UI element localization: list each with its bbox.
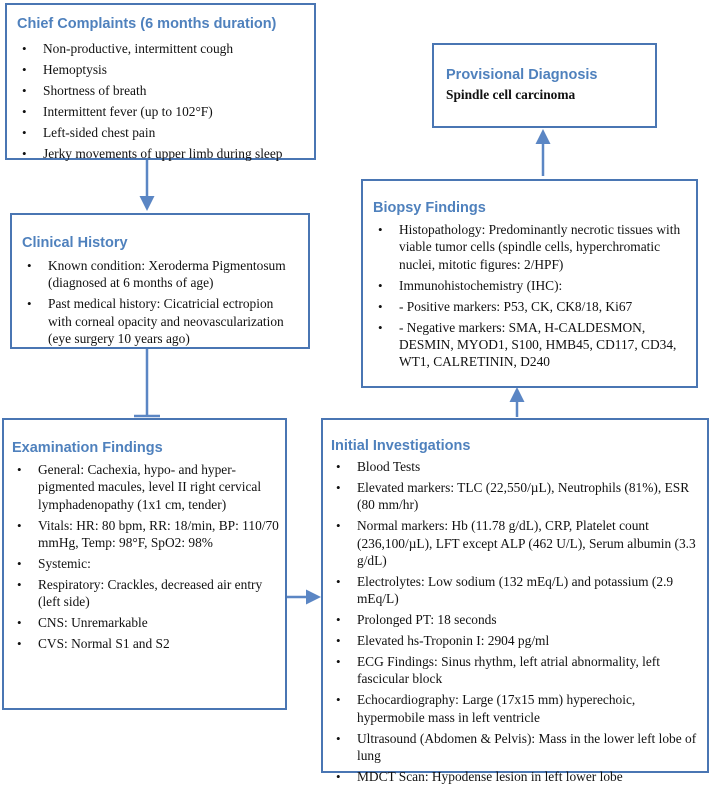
examination-findings-title: Examination Findings	[12, 440, 163, 456]
list-item: - Negative markers: SMA, H-CALDESMON, DE…	[373, 319, 688, 371]
list-item: Past medical history: Cicatricial ectrop…	[22, 295, 300, 347]
list-item: Immunohistochemistry (IHC):	[373, 277, 688, 295]
list-item: CNS: Unremarkable	[12, 614, 279, 632]
list-item: Left-sided chest pain	[17, 124, 306, 142]
list-item: Vitals: HR: 80 bpm, RR: 18/min, BP: 110/…	[12, 517, 279, 552]
list-item: Echocardiography: Large (17x15 mm) hyper…	[331, 691, 699, 726]
list-item: Known condition: Xeroderma Pigmentosum (…	[22, 257, 300, 292]
list-item: Non-productive, intermittent cough	[17, 40, 306, 58]
list-item: CVS: Normal S1 and S2	[12, 635, 279, 653]
examination-findings-box: Examination Findings General: Cachexia, …	[2, 418, 287, 710]
clinical-history-title: Clinical History	[22, 235, 128, 251]
initial-investigations-list: Blood Tests Elevated markers: TLC (22,55…	[331, 458, 699, 785]
provisional-diagnosis-box: Provisional Diagnosis Spindle cell carci…	[432, 43, 657, 128]
initial-investigations-box: Initial Investigations Blood Tests Eleva…	[321, 418, 709, 785]
clinical-history-box: Clinical History Known condition: Xerode…	[10, 213, 310, 349]
biopsy-findings-title: Biopsy Findings	[373, 200, 486, 216]
list-item: - Positive markers: P53, CK, CK8/18, Ki6…	[373, 298, 688, 316]
initial-investigations-title: Initial Investigations	[331, 438, 471, 454]
list-item: Prolonged PT: 18 seconds	[331, 611, 699, 629]
chief-complaints-box: Chief Complaints (6 months duration) Non…	[5, 3, 316, 162]
list-item: Electrolytes: Low sodium (132 mEq/L) and…	[331, 573, 699, 608]
provisional-diagnosis-value: Spindle cell carcinoma	[446, 87, 576, 102]
list-item: Jerky movements of upper limb during sle…	[17, 145, 306, 163]
chief-complaints-title: Chief Complaints (6 months duration)	[17, 16, 277, 32]
list-item: Normal markers: Hb (11.78 g/dL), CRP, Pl…	[331, 517, 699, 569]
list-item: Respiratory: Crackles, decreased air ent…	[12, 576, 279, 611]
list-item: Blood Tests	[331, 458, 699, 476]
examination-findings-list: General: Cachexia, hypo- and hyper-pigme…	[12, 461, 279, 653]
list-item: MDCT Scan: Hypodense lesion in left lowe…	[331, 768, 699, 785]
list-item: Systemic:	[12, 555, 279, 573]
list-item: Hemoptysis	[17, 61, 306, 79]
chief-complaints-list: Non-productive, intermittent cough Hemop…	[17, 40, 306, 162]
list-item: Intermittent fever (up to 102°F)	[17, 103, 306, 121]
biopsy-findings-list: Histopathology: Predominantly necrotic t…	[373, 221, 688, 371]
list-item: Shortness of breath	[17, 82, 306, 100]
list-item: Histopathology: Predominantly necrotic t…	[373, 221, 688, 273]
list-item: Elevated hs-Troponin I: 2904 pg/ml	[331, 632, 699, 650]
provisional-diagnosis-title: Provisional Diagnosis	[446, 67, 598, 83]
clinical-history-list: Known condition: Xeroderma Pigmentosum (…	[22, 257, 300, 348]
list-item: Elevated markers: TLC (22,550/µL), Neutr…	[331, 479, 699, 514]
list-item: General: Cachexia, hypo- and hyper-pigme…	[12, 461, 279, 513]
list-item: Ultrasound (Abdomen & Pelvis): Mass in t…	[331, 730, 699, 765]
biopsy-findings-box: Biopsy Findings Histopathology: Predomin…	[361, 179, 698, 388]
list-item: ECG Findings: Sinus rhythm, left atrial …	[331, 653, 699, 688]
